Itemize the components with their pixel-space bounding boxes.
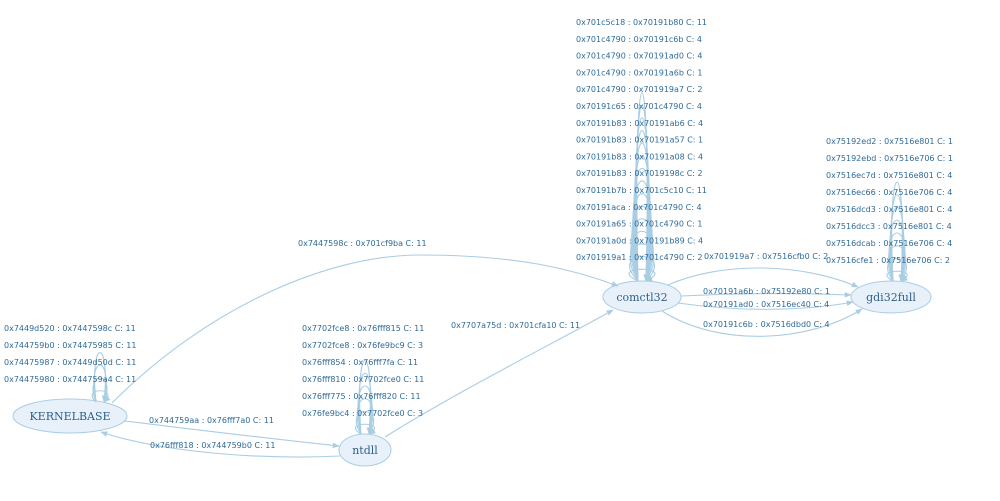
- self-loop-label-kernelbase-2: 0x744759b0 : 0x74475985 C: 11: [4, 341, 136, 350]
- edge-label-comctl32-gdi32full-1: 0x701919a7 : 0x7516cfb0 C: 2: [704, 252, 828, 261]
- self-loop-label-gdi32full-6: 0x7516dcc3 : 0x7516e801 C: 4: [826, 222, 952, 231]
- self-loop-label-kernelbase-3: 0x74475987 : 0x7449d50d C: 11: [4, 358, 136, 367]
- self-loop-label-ntdll-5: 0x76fff775 : 0x76fff820 C: 11: [302, 392, 421, 401]
- self-loop-label-comctl32-15: 0x701919a1 : 0x701c4790 C: 2: [576, 253, 702, 262]
- self-loop-label-gdi32full-7: 0x7516dcab : 0x7516e706 C: 4: [826, 239, 952, 248]
- edge-ntdll-kernelbase: [100, 431, 341, 458]
- self-loop-label-comctl32-1: 0x701c5c18 : 0x70191b80 C: 11: [576, 18, 707, 27]
- nodes-group: [12, 280, 932, 467]
- self-loop-label-comctl32-3: 0x701c4790 : 0x70191ad0 C: 4: [576, 52, 702, 61]
- self-loop-gdi32full-8: [886, 270, 908, 282]
- edge-label-ntdll-comctl32: 0x7707a75d : 0x701cfa10 C: 11: [451, 321, 580, 330]
- node-comctl32[interactable]: [602, 280, 682, 314]
- self-loop-label-comctl32-13: 0x70191a65 : 0x701c4790 C: 1: [576, 220, 702, 229]
- self-loop-label-ntdll-4: 0x76fff810 : 0x7702fce0 C: 11: [302, 375, 424, 384]
- edge-label-ntdll-kernelbase: 0x76fff818 : 0x744759b0 C: 11: [150, 441, 275, 450]
- self-loop-label-ntdll-3: 0x76fff854 : 0x76fff7fa C: 11: [302, 358, 418, 367]
- self-loop-label-ntdll-1: 0x7702fce8 : 0x76fff815 C: 11: [302, 324, 424, 333]
- self-loop-comctl32-11: [630, 218, 654, 282]
- edge-comctl32-gdi32full-4: [661, 308, 863, 337]
- self-loop-label-ntdll-2: 0x7702fce8 : 0x76fe9bc9 C: 3: [302, 341, 423, 350]
- self-loop-label-comctl32-10: 0x70191b83 : 0x7019198c C: 2: [576, 169, 703, 178]
- edge-label-kernelbase-comctl32: 0x7447598c : 0x701cf9ba C: 11: [298, 239, 427, 248]
- edge-label-comctl32-gdi32full-3: 0x70191ad0 : 0x7516ec40 C: 4: [703, 300, 829, 309]
- edge-comctl32-gdi32full-2: [680, 291, 852, 298]
- edges-group: 0x7447598c : 0x701cf9ba C: 11 0x744759aa…: [100, 239, 863, 458]
- self-loop-label-comctl32-14: 0x70191a0d : 0x70191b89 C: 4: [576, 236, 703, 245]
- self-loop-label-comctl32-7: 0x70191b83 : 0x70191ab6 C: 4: [576, 119, 703, 128]
- node-label-ntdll: ntdll: [352, 444, 378, 457]
- self-loop-kernelbase-4: [91, 390, 111, 403]
- self-loops-gdi32full: 0x75192ed2 : 0x7516e801 C: 1 0x75192ebd :…: [826, 137, 953, 282]
- edge-kernelbase-comctl32: [111, 254, 619, 404]
- self-loop-gdi32full-3: [889, 206, 905, 282]
- self-loop-comctl32-1: [636, 92, 649, 282]
- node-ntdll[interactable]: [338, 433, 392, 467]
- self-loop-label-comctl32-5: 0x701c4790 : 0x701919a7 C: 2: [576, 85, 702, 94]
- self-loop-label-gdi32full-3: 0x7516ec7d : 0x7516e801 C: 4: [826, 171, 952, 180]
- self-loop-comctl32-15: [628, 268, 656, 282]
- node-labels: KERNELBASE ntdll comctl32 gdi32full: [29, 291, 916, 457]
- self-loop-comctl32-8: [632, 180, 652, 282]
- self-loop-comctl32-4: [634, 130, 650, 282]
- node-kernelbase[interactable]: [12, 398, 128, 434]
- self-loop-comctl32-9: [631, 193, 653, 282]
- self-loop-comctl32-5: [634, 142, 650, 282]
- edge-kernelbase-ntdll: [123, 420, 340, 449]
- self-loops-ntdll: 0x7702fce8 : 0x76fff815 C: 11 0x7702fce8 …: [302, 324, 424, 435]
- self-loop-label-kernelbase-1: 0x7449d520 : 0x7447598c C: 11: [4, 324, 136, 333]
- self-loop-label-comctl32-11: 0x70191b7b : 0x701c5c10 C: 11: [576, 186, 707, 195]
- edge-ntdll-comctl32: [384, 309, 614, 438]
- self-loop-comctl32-10: [631, 205, 653, 282]
- self-loop-ntdll-6: [354, 423, 376, 435]
- self-loop-ntdll-4: [356, 398, 374, 435]
- edge-comctl32-gdi32full-3: [677, 300, 854, 310]
- self-loop-label-kernelbase-4: 0x74475980 : 0x744759a4 C: 11: [4, 375, 136, 384]
- self-loop-label-comctl32-2: 0x701c4790 : 0x70191c6b C: 4: [576, 35, 702, 44]
- self-loop-label-comctl32-12: 0x70191aca : 0x701c4790 C: 4: [576, 203, 702, 212]
- node-label-gdi32full: gdi32full: [866, 291, 916, 304]
- self-loop-comctl32-13: [629, 243, 655, 282]
- self-loop-comctl32-7: [633, 168, 651, 282]
- self-loop-label-gdi32full-5: 0x7516dcd3 : 0x7516e801 C: 4: [826, 205, 952, 214]
- self-loop-label-gdi32full-2: 0x75192ebd : 0x7516e706 C: 1: [826, 154, 953, 163]
- self-loop-gdi32full-4: [889, 219, 905, 282]
- self-loop-comctl32-6: [633, 155, 651, 282]
- edge-label-kernelbase-ntdll: 0x744759aa : 0x76fff7a0 C: 11: [149, 416, 274, 425]
- self-loop-ntdll-2: [358, 372, 373, 435]
- edge-label-comctl32-gdi32full-4: 0x70191c6b : 0x7516dbd0 C: 4: [703, 320, 830, 329]
- self-loop-label-comctl32-8: 0x70191b83 : 0x70191a57 C: 1: [576, 136, 703, 145]
- self-loop-label-gdi32full-8: 0x7516cfe1 : 0x7516e706 C: 2: [826, 256, 950, 265]
- node-label-kernelbase: KERNELBASE: [29, 410, 110, 423]
- self-loops-comctl32: 0x701c5c18 : 0x70191b80 C: 11 0x701c4790 …: [576, 18, 707, 282]
- self-loop-kernelbase-2: [93, 364, 109, 403]
- self-loops-kernelbase: 0x7449d520 : 0x7447598c C: 11 0x744759b0 …: [4, 324, 136, 403]
- self-loop-label-comctl32-6: 0x70191c65 : 0x701c4790 C: 4: [576, 102, 702, 111]
- self-loop-label-ntdll-6: 0x76fe9bc4 : 0x7702fce0 C: 3: [302, 409, 423, 418]
- self-loop-comctl32-3: [635, 117, 650, 282]
- self-loop-label-comctl32-9: 0x70191b83 : 0x70191a08 C: 4: [576, 152, 703, 161]
- self-loop-label-comctl32-4: 0x701c4790 : 0x70191a6b C: 1: [576, 68, 702, 77]
- self-loop-gdi32full-6: [887, 245, 907, 282]
- self-loop-label-gdi32full-4: 0x7516ec66 : 0x7516e706 C: 4: [826, 188, 952, 197]
- self-loop-gdi32full-2: [890, 194, 905, 282]
- self-loop-label-gdi32full-1: 0x75192ed2 : 0x7516e801 C: 1: [826, 137, 953, 146]
- node-label-comctl32: comctl32: [616, 291, 667, 304]
- edge-comctl32-gdi32full-1: [667, 267, 859, 288]
- edge-label-comctl32-gdi32full-2: 0x70191a6b : 0x75192e80 C: 1: [703, 287, 830, 296]
